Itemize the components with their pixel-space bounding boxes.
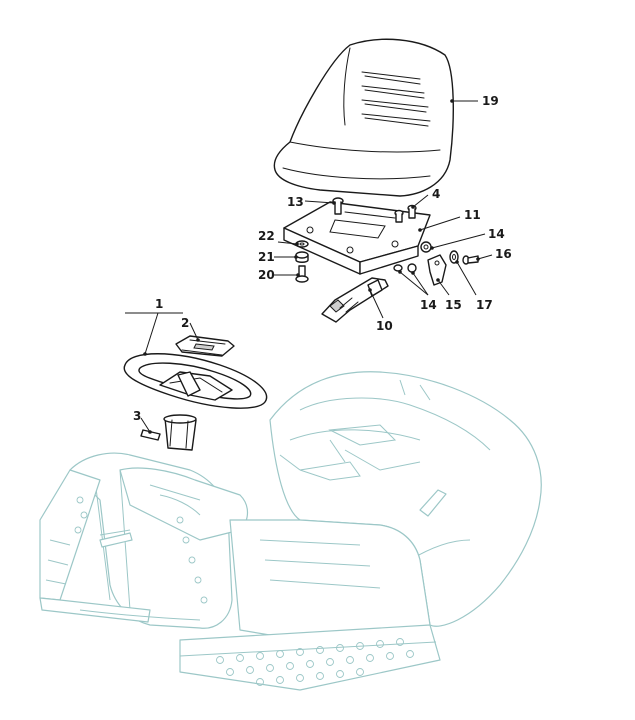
- seat-part-19: [273, 38, 454, 197]
- seat-plate-part-11: [283, 201, 431, 275]
- footboard-holes: [216, 638, 414, 686]
- callout-17: 17: [476, 298, 493, 312]
- callout-15: 15: [445, 298, 462, 312]
- callout-21: 21: [258, 250, 275, 264]
- washer-part-17: [449, 250, 459, 264]
- steering-cap-part-2: [175, 335, 235, 357]
- callout-16: 16: [495, 247, 512, 261]
- steering-column: [163, 414, 197, 451]
- pin-part-3: [140, 429, 161, 441]
- callout-1: 1: [155, 297, 163, 311]
- callout-4: 4: [432, 187, 440, 201]
- seat-switch-part-10: [321, 277, 389, 323]
- callout-14-upper: 14: [488, 227, 505, 241]
- screw-part-16: [462, 255, 479, 265]
- callout-14-lower: 14: [420, 298, 437, 312]
- tractor-body: [39, 371, 542, 691]
- steering-wheel-part-1: [123, 353, 268, 409]
- callout-11: 11: [464, 208, 481, 222]
- bolt-part-13: [332, 197, 344, 215]
- leader-lines: [125, 99, 493, 434]
- callout-10: 10: [376, 319, 393, 333]
- lever-part-15: [427, 254, 447, 286]
- callout-22: 22: [258, 229, 275, 243]
- bolt-part-4: [394, 204, 417, 223]
- bolt-part-20: [295, 265, 309, 283]
- callout-2: 2: [181, 316, 189, 330]
- side-panel-holes: [74, 496, 208, 604]
- callout-3: 3: [133, 409, 141, 423]
- callout-20: 20: [258, 268, 275, 282]
- callout-labels: 1 2 3 4 10 11 13 14 14 15 16 17 19 20 21…: [133, 94, 512, 423]
- callout-19: 19: [482, 94, 499, 108]
- callout-13: 13: [287, 195, 304, 209]
- nut-part-21: [295, 251, 309, 263]
